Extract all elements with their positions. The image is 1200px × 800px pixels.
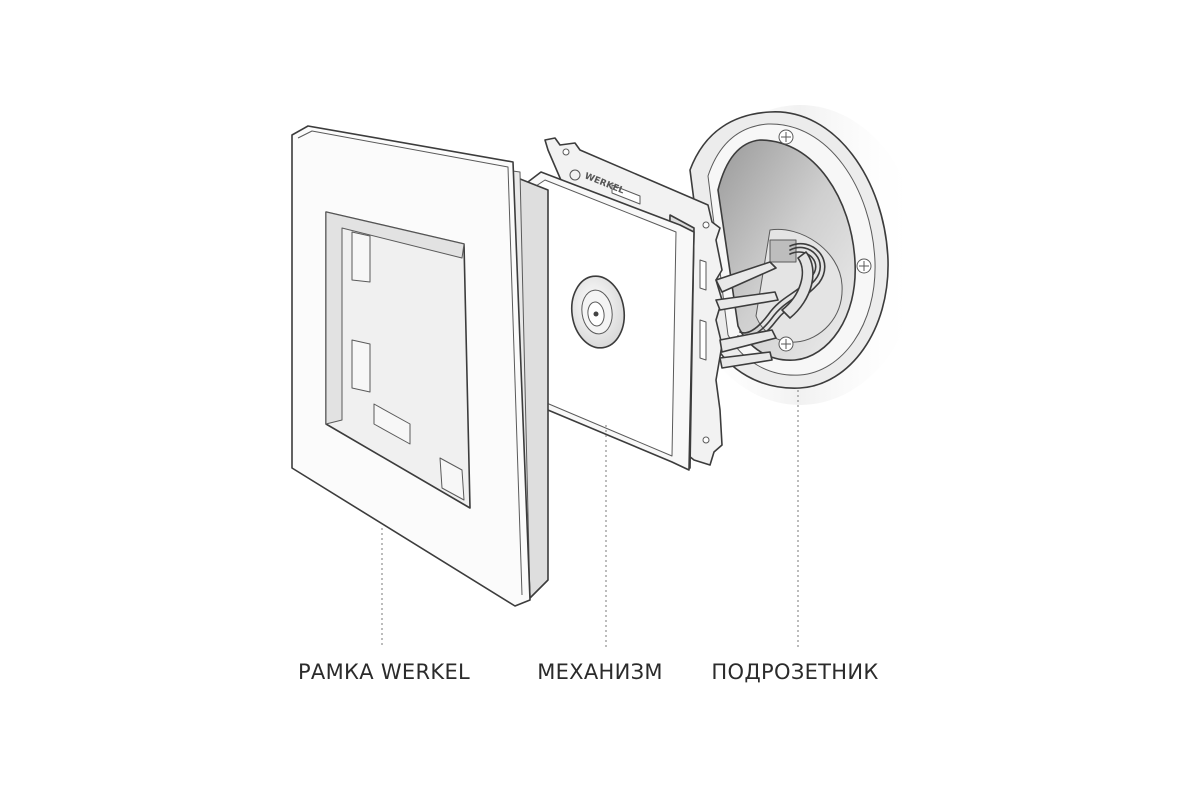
- backbox-illustration: [680, 105, 920, 405]
- coax-connector-icon: [570, 275, 626, 349]
- backbox-label: ПОДРОЗЕТНИК: [711, 660, 879, 684]
- frame-label: РАМКА WERKEL: [297, 660, 471, 684]
- frame-illustration: [291, 125, 549, 607]
- mechanism-label: МЕХАНИЗМ: [537, 660, 663, 684]
- backbox-screw-right: [856, 258, 872, 274]
- backbox-screw-bottom: [778, 336, 794, 352]
- mechanism-illustration: [523, 137, 779, 471]
- backbox-screw-top: [778, 129, 794, 145]
